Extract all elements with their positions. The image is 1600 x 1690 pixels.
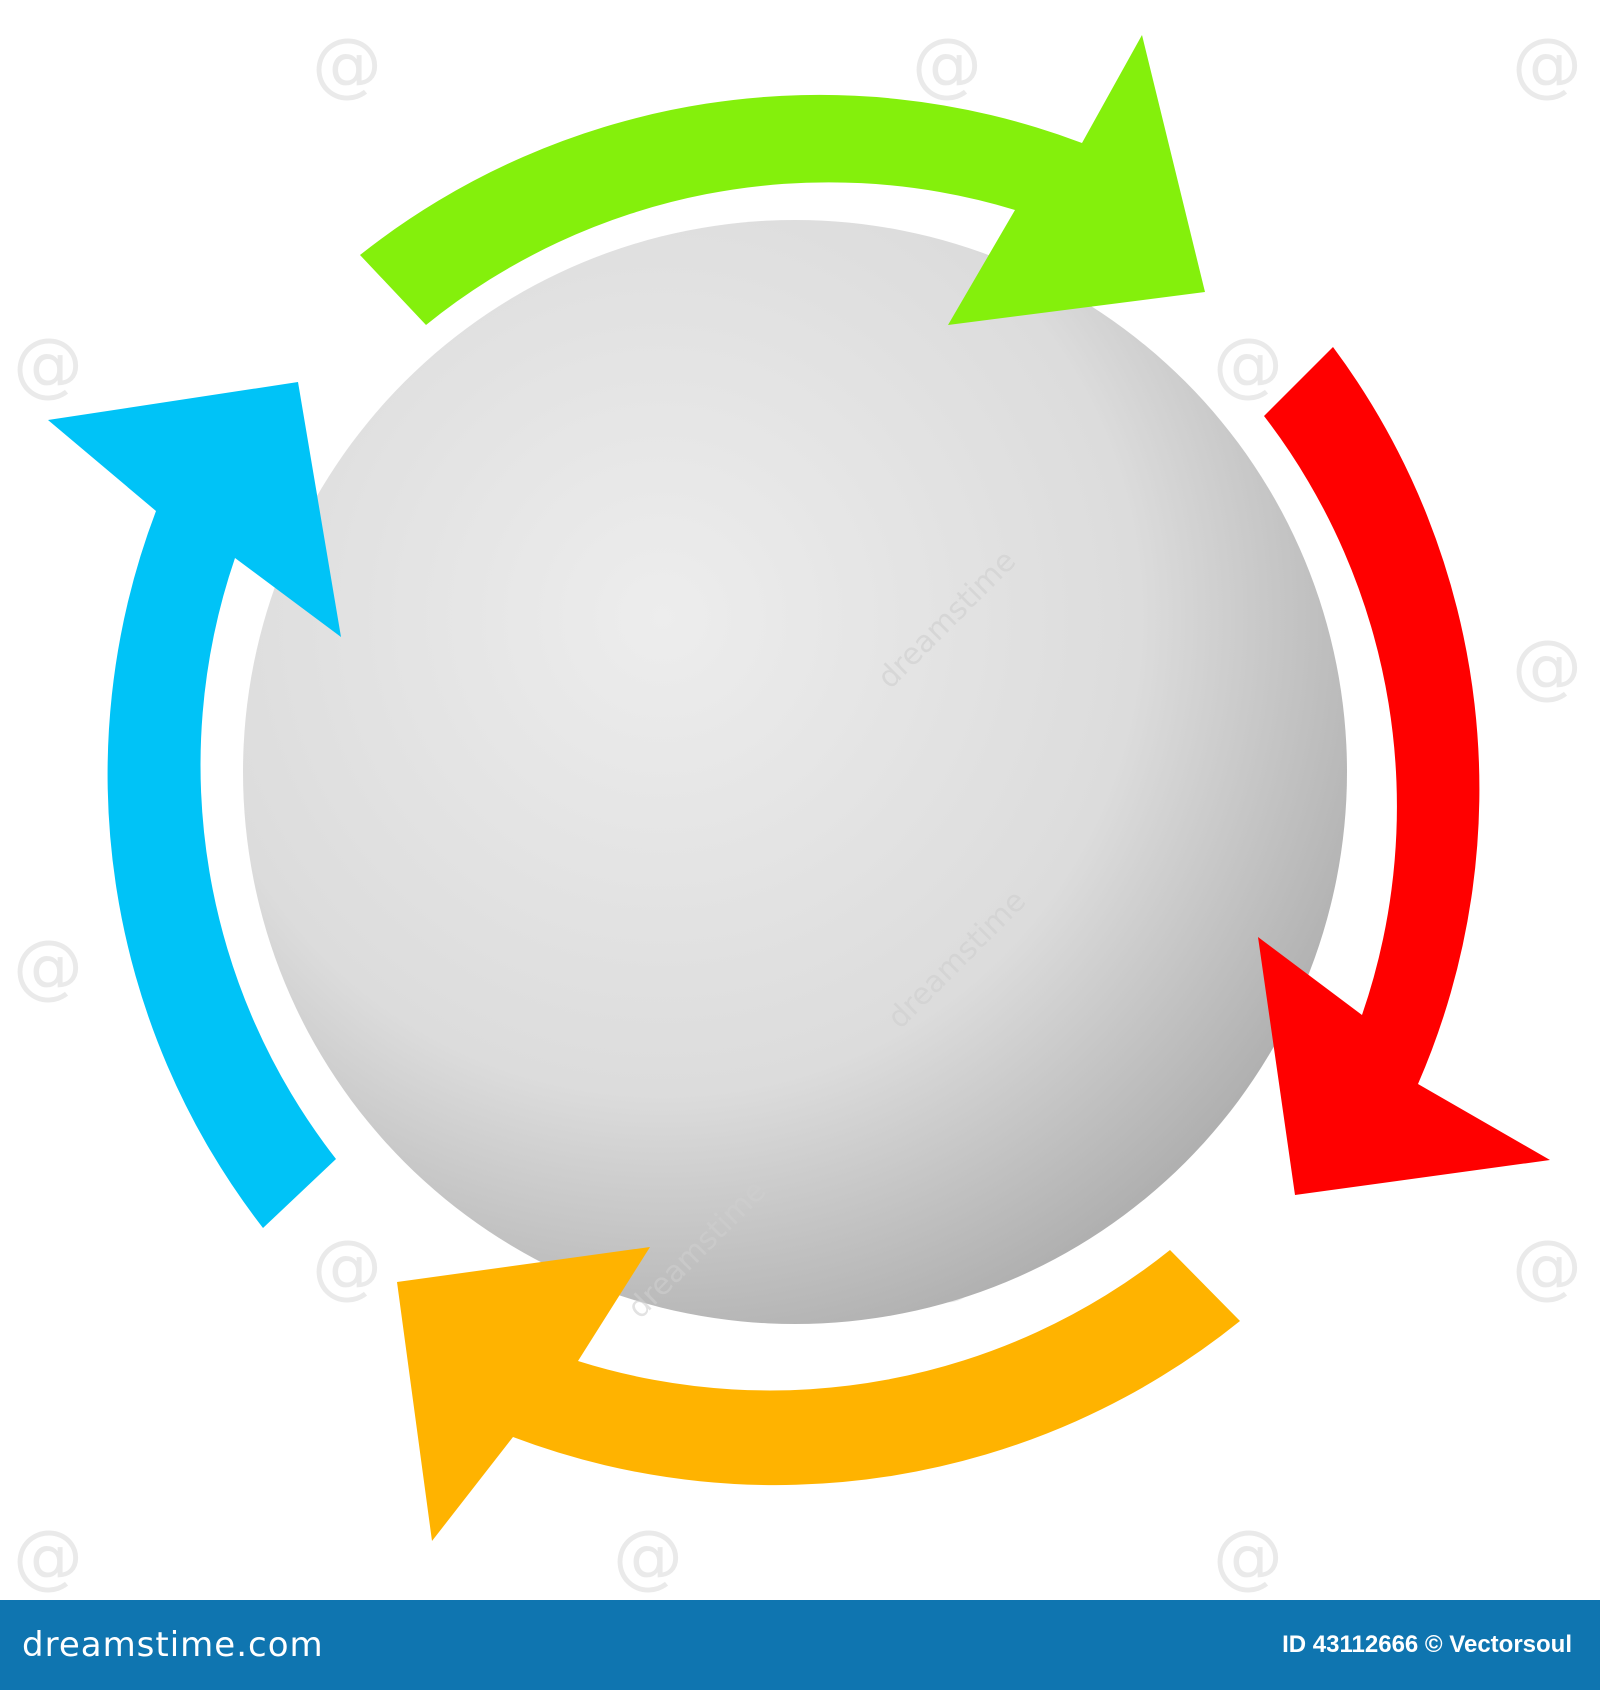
spiral-logo-icon: @ [312,1225,382,1307]
spiral-logo-icon: @ [312,23,382,105]
center-sphere [243,220,1347,1324]
red-arrow [1258,347,1550,1195]
footer-bar: dreamstime.com ID 43112666 © Vectorsoul [0,1600,1600,1690]
spiral-logo-icon: @ [1213,1515,1283,1597]
spiral-logo-icon: @ [1512,1225,1582,1307]
spiral-logo-icon: @ [1213,323,1283,405]
spiral-logo-icon: @ [912,23,982,105]
footer-site-name: dreamstime.com [22,1625,324,1665]
spiral-logo-icon: @ [1512,625,1582,707]
blue-arrow [48,382,341,1228]
orange-arrow [397,1247,1240,1541]
spiral-logo-icon: @ [13,323,83,405]
spiral-logo-icon: @ [13,925,83,1007]
green-arrow [360,35,1205,325]
footer-image-id: ID 43112666 © Vectorsoul [1282,1631,1572,1658]
cycle-diagram: @ @ @ @ @ @ @ @ @ @ @ @ @ @ @ @ @ @ [13,23,1582,1597]
spiral-logo-icon: @ [1512,23,1582,105]
spiral-logo-icon: @ [13,1515,83,1597]
spiral-logo-icon: @ [613,1515,683,1597]
